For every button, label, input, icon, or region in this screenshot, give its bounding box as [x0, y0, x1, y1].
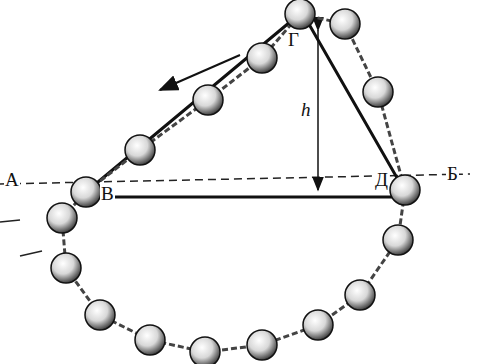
chain-ball — [345, 280, 375, 310]
chain-ball — [247, 43, 277, 73]
chain-ball — [247, 330, 277, 360]
chain-ball — [390, 175, 420, 205]
chain-ball — [51, 253, 81, 283]
chain-ball — [193, 85, 223, 115]
chain-ball — [47, 203, 77, 233]
chain-ball — [285, 0, 315, 29]
chain-ball — [85, 300, 115, 330]
point-label: Г — [287, 30, 300, 49]
point-label: В — [100, 184, 115, 203]
point-label: А — [4, 170, 20, 189]
chain-links — [62, 14, 405, 352]
chain-ball — [363, 77, 393, 107]
chain-ball — [71, 177, 101, 207]
point-label: Б — [446, 164, 459, 183]
point-label: Д — [374, 170, 389, 189]
point-label: h — [300, 100, 312, 119]
chain-ball — [330, 9, 360, 39]
chain-ball — [303, 310, 333, 340]
chain-ball — [190, 337, 220, 364]
chain-ball — [383, 225, 413, 255]
chain-ball — [125, 135, 155, 165]
chain-ball — [135, 325, 165, 355]
